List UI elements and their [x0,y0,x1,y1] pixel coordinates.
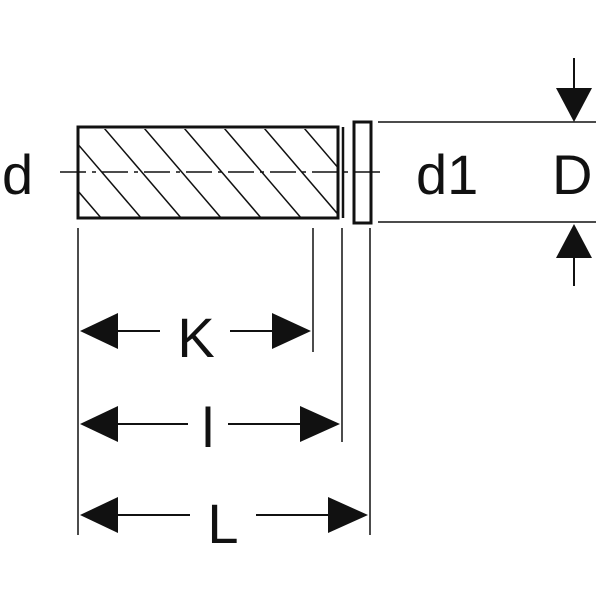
label-D: D [552,143,592,206]
label-K: K [177,306,214,369]
dimension-L [80,497,368,533]
length-extension-lines [77,228,371,535]
dimension-l [80,406,340,442]
label-L: L [207,492,238,555]
label-d1: d1 [416,143,478,206]
label-l: l [202,396,214,459]
dimension-D-arrows [556,58,592,286]
pipe-body [76,125,340,220]
dimension-K [80,313,311,349]
label-d: d [2,143,33,206]
